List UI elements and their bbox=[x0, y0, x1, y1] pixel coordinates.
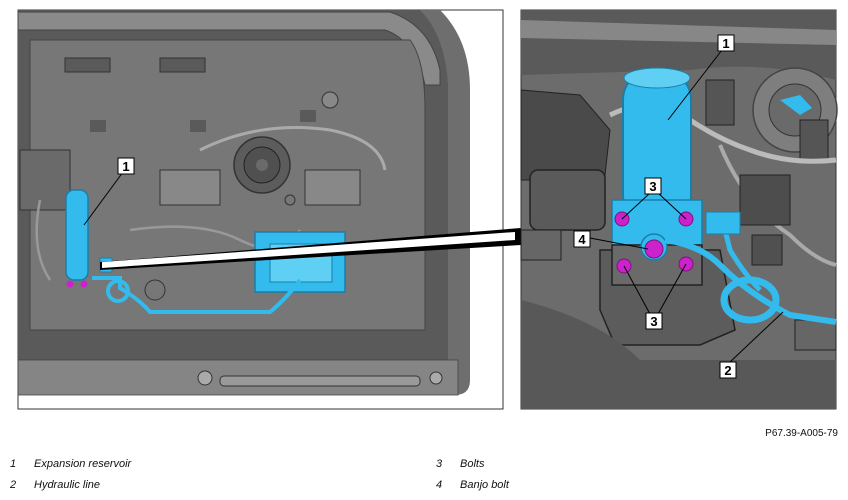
detail-callout-2: 2 bbox=[724, 363, 731, 378]
legend-label: Hydraulic line bbox=[34, 479, 101, 491]
legend-label: Expansion reservoir bbox=[34, 458, 132, 470]
detail-callout-3-lower: 3 bbox=[650, 314, 657, 329]
detail-panel: 1 3 4 3 2 bbox=[520, 9, 838, 410]
detail-callout-1: 1 bbox=[722, 36, 729, 51]
detail-callout-3-upper: 3 bbox=[649, 179, 656, 194]
legend-label: Bolts bbox=[460, 458, 485, 470]
figure-illustration: 1 bbox=[17, 9, 838, 410]
legend-number: 3 bbox=[436, 458, 443, 470]
detail-callout-4: 4 bbox=[578, 232, 586, 247]
overview-callout-1: 1 bbox=[122, 159, 129, 174]
legend-item: 4 Banjo bolt bbox=[436, 479, 509, 491]
legend-item: 1 Expansion reservoir bbox=[10, 458, 131, 470]
legend-item: 2 Hydraulic line bbox=[10, 479, 100, 491]
legend-item: 3 Bolts bbox=[436, 458, 484, 470]
figure-reference: P67.39-A005-79 bbox=[765, 428, 838, 439]
legend-number: 1 bbox=[10, 458, 17, 470]
overview-panel: 1 bbox=[17, 9, 504, 410]
legend-number: 4 bbox=[436, 479, 443, 491]
legend-number: 2 bbox=[10, 479, 17, 491]
legend-label: Banjo bolt bbox=[460, 479, 509, 491]
